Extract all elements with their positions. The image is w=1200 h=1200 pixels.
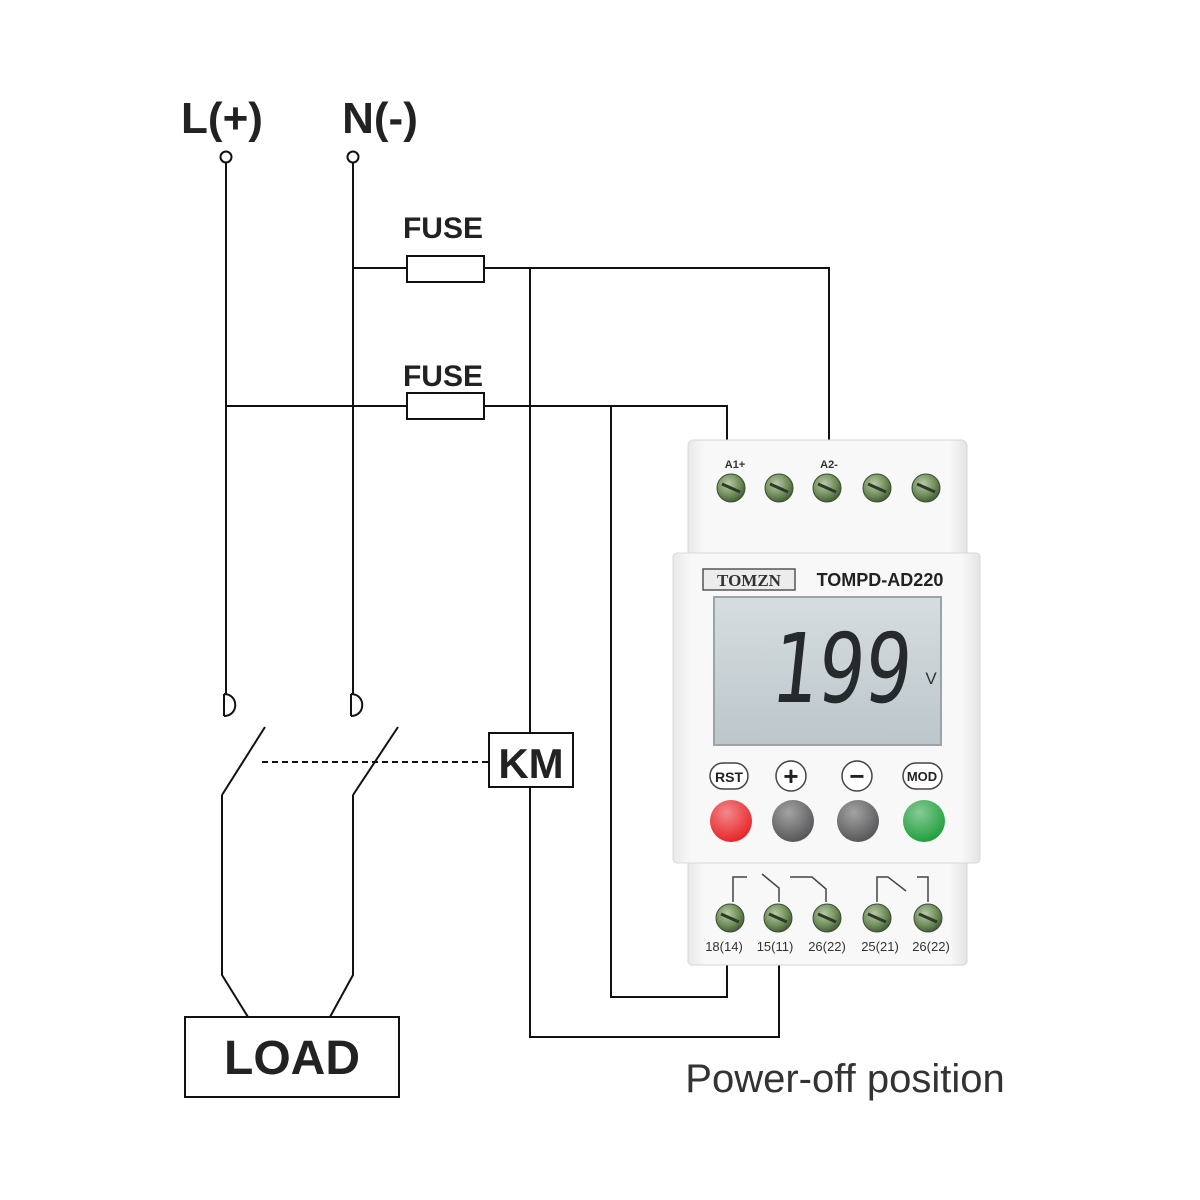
load-box [184, 1016, 400, 1098]
neutral-label: N(-) [342, 94, 418, 143]
top-terminal-screw-4 [862, 473, 892, 503]
line-terminal [219, 150, 233, 164]
terminal-label-15: 15(11) [757, 939, 794, 954]
fuse-1 [406, 255, 485, 283]
coil-to-terminal-15-wire [529, 268, 780, 1038]
switch-blade-line [221, 726, 266, 796]
screw-slot [867, 912, 887, 924]
screw-slot [817, 482, 837, 494]
button-shine [903, 800, 945, 842]
top-terminal-screw-5 [911, 473, 941, 503]
terminal-label-26: 26(22) [808, 939, 846, 954]
minus-label: − [849, 761, 864, 791]
relay-device: A1+ A2- TOMZN TOMPD-AD220 199 V RST + − … [672, 439, 981, 966]
brand-logo-frame [702, 568, 796, 591]
bottom-terminal-screw-3 [812, 903, 842, 933]
fuse-2 [406, 392, 485, 420]
button-shine [710, 800, 752, 842]
screw-slot [721, 482, 741, 494]
terminal-label-a1: A1+ [725, 459, 746, 471]
plus-label: + [783, 761, 798, 791]
contact-neutral [350, 693, 364, 717]
mod-label-frame [902, 762, 943, 790]
mod-label: MOD [907, 769, 937, 784]
bottom-terminal-screw-1 [715, 903, 745, 933]
top-terminals [716, 473, 941, 503]
terminal-label-18: 18(14) [705, 939, 743, 954]
lcd-value: 199 [766, 613, 918, 725]
bottom-terminal-screw-4 [862, 903, 892, 933]
contact-line [223, 693, 237, 717]
terminal-label-26b: 26(22) [912, 939, 950, 954]
contactor-label: KM [498, 740, 563, 787]
top-terminal-screw-1 [716, 473, 746, 503]
terminal-label-25: 25(21) [861, 939, 899, 954]
bottom-terminals [715, 903, 943, 933]
line-label: L(+) [181, 94, 263, 143]
top-terminal-screw-3 [812, 473, 842, 503]
lcd-screen [713, 596, 942, 746]
plus-label-frame [775, 760, 807, 792]
bottom-terminal-screw-2 [763, 903, 793, 933]
button-shine [772, 800, 814, 842]
terminal-label-a2: A2- [820, 459, 838, 471]
bottom-terminal-screw-5 [913, 903, 943, 933]
screw-slot [720, 912, 740, 924]
lcd-unit: V [925, 669, 937, 688]
rst-label-frame [709, 762, 749, 790]
fuse-to-a2-wire [484, 267, 830, 472]
top-terminal-screw-2 [764, 473, 794, 503]
relay-contact-symbol-2 [876, 876, 929, 902]
minus-label-frame [841, 760, 873, 792]
fuse-label-1: FUSE [403, 212, 483, 245]
screw-slot [768, 912, 788, 924]
neutral-load-wire [329, 795, 354, 1018]
caption: Power-off position [685, 1057, 1004, 1101]
line-load-wire [221, 795, 249, 1018]
contactor-box [488, 732, 574, 788]
screw-slot [916, 482, 936, 494]
load-label: LOAD [224, 1032, 360, 1085]
relay-contact-symbol-1 [732, 873, 827, 902]
screw-slot [867, 482, 887, 494]
model-name: TOMPD-AD220 [817, 570, 944, 590]
screw-slot [918, 912, 938, 924]
neutral-terminal [346, 150, 360, 164]
screw-slot [817, 912, 837, 924]
screw-slot [769, 482, 789, 494]
fuse-label-2: FUSE [403, 360, 483, 393]
brand-logo: TOMZN [717, 571, 782, 590]
rst-label: RST [715, 769, 743, 785]
button-shine [837, 800, 879, 842]
